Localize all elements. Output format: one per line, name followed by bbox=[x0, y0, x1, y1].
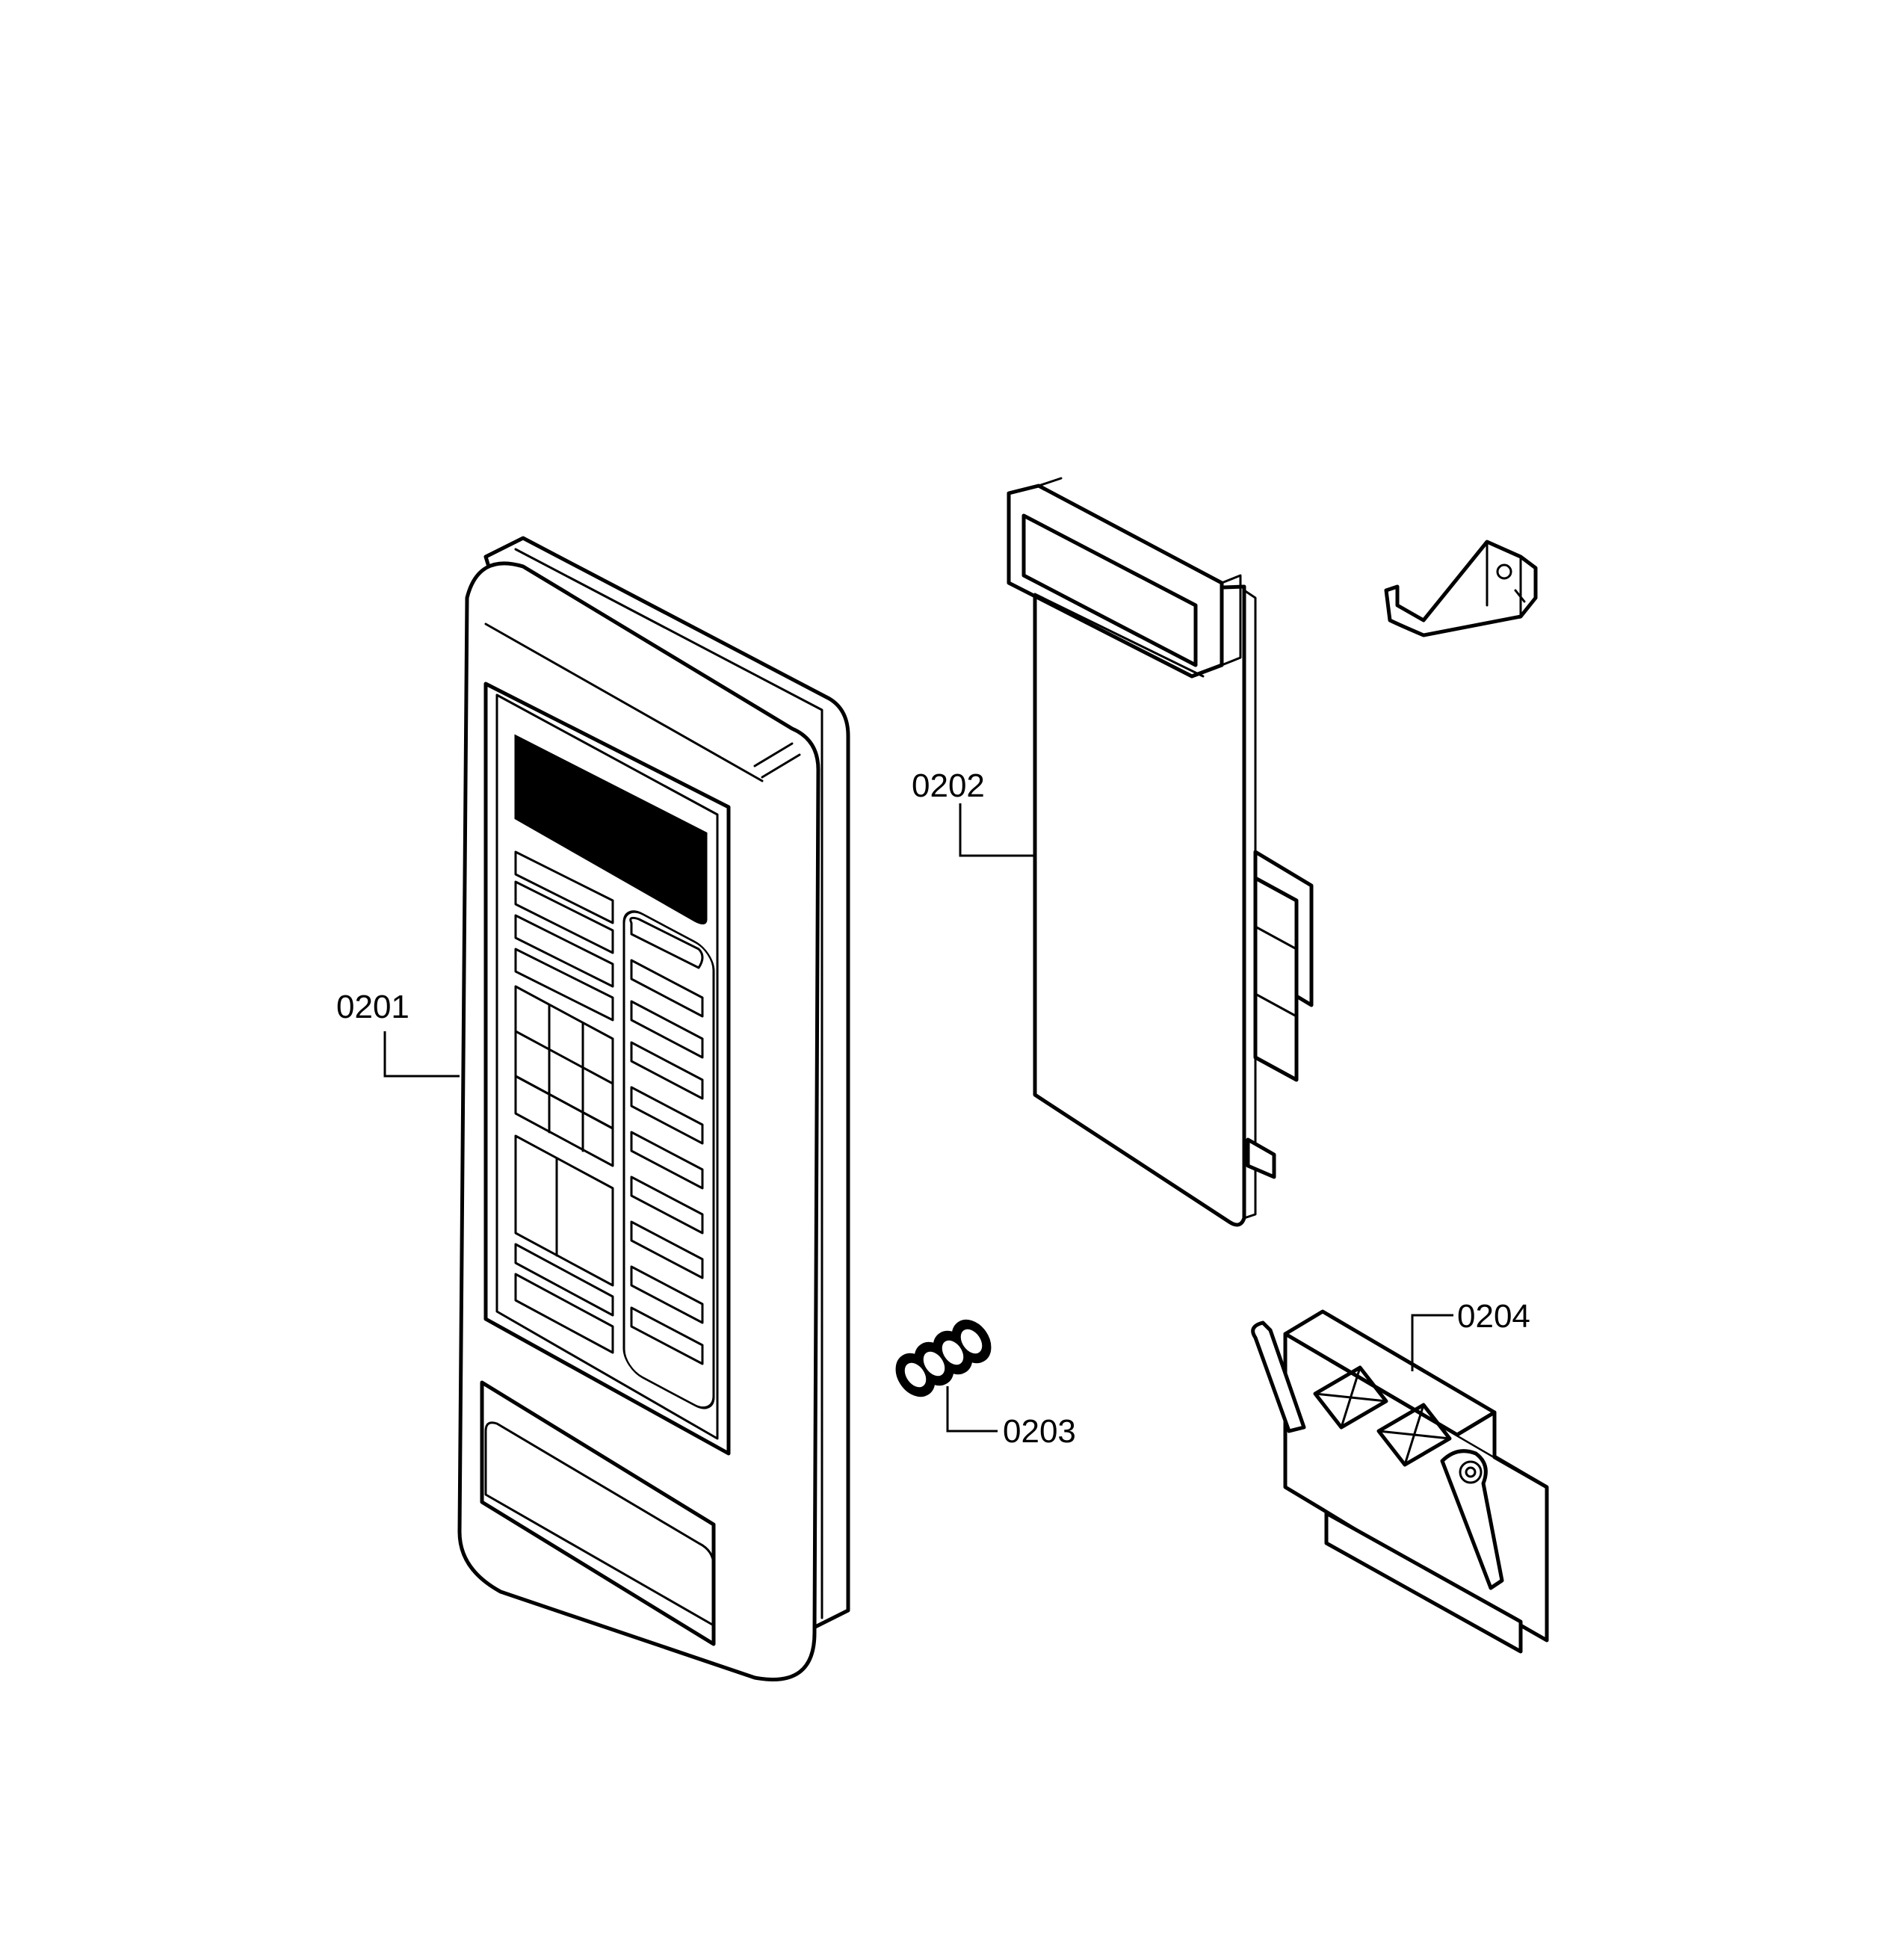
board-connector-lines bbox=[1254, 925, 1298, 1018]
latch-hook bbox=[1251, 1320, 1306, 1433]
latch-lever bbox=[1440, 1449, 1504, 1590]
leader-0202 bbox=[959, 803, 1035, 857]
leader-0201 bbox=[383, 1031, 460, 1078]
panel-front-face bbox=[457, 561, 820, 1681]
bracket-fold bbox=[1486, 540, 1522, 618]
leader-0203 bbox=[946, 1386, 998, 1433]
spring-part bbox=[895, 1319, 992, 1397]
latch-pivot-inner bbox=[1465, 1466, 1477, 1478]
control-panel-part bbox=[457, 536, 850, 1681]
board-top-edge bbox=[1033, 593, 1205, 678]
callout-0203: 0203 bbox=[1003, 1413, 1076, 1450]
panel-corner-marks bbox=[753, 742, 801, 779]
circuit-board-part bbox=[1007, 477, 1314, 1227]
left-button-column bbox=[514, 850, 614, 1354]
board-edge bbox=[1243, 589, 1257, 1220]
panel-inner-frame bbox=[483, 682, 731, 1456]
board-connector-mid bbox=[1253, 876, 1299, 1082]
panel-bevel-line bbox=[484, 622, 764, 782]
bracket-part bbox=[1384, 540, 1538, 637]
latch-assembly-part bbox=[1251, 1309, 1549, 1654]
board-tab bbox=[1246, 1137, 1276, 1179]
callout-0204: 0204 bbox=[1457, 1298, 1530, 1335]
bracket-body bbox=[1384, 540, 1538, 637]
latch-window-1-cross bbox=[1314, 1366, 1388, 1429]
board-display-edges bbox=[1037, 477, 1242, 667]
callout-labels: 0201 0202 0203 0204 bbox=[336, 767, 1530, 1450]
latch-lower-step bbox=[1324, 1511, 1523, 1654]
callout-leaders bbox=[383, 803, 1453, 1433]
callout-0201: 0201 bbox=[336, 989, 409, 1025]
bracket-slot bbox=[1514, 589, 1526, 603]
panel-inner-frame-2 bbox=[495, 693, 719, 1440]
latch-pivot bbox=[1459, 1460, 1483, 1484]
latch-window-2-cross bbox=[1377, 1403, 1451, 1466]
panel-rim-inner-edge bbox=[514, 548, 823, 1619]
display-window bbox=[514, 734, 708, 924]
board-panel bbox=[1033, 584, 1246, 1227]
leader-0204 bbox=[1411, 1314, 1453, 1371]
bracket-hole bbox=[1496, 563, 1512, 580]
handle-recess bbox=[480, 1380, 716, 1646]
right-button-column bbox=[622, 910, 715, 1409]
handle-grip bbox=[484, 1421, 715, 1627]
board-display-window bbox=[1021, 513, 1198, 667]
latch-side bbox=[1456, 1410, 1548, 1489]
callout-0202: 0202 bbox=[912, 767, 985, 804]
